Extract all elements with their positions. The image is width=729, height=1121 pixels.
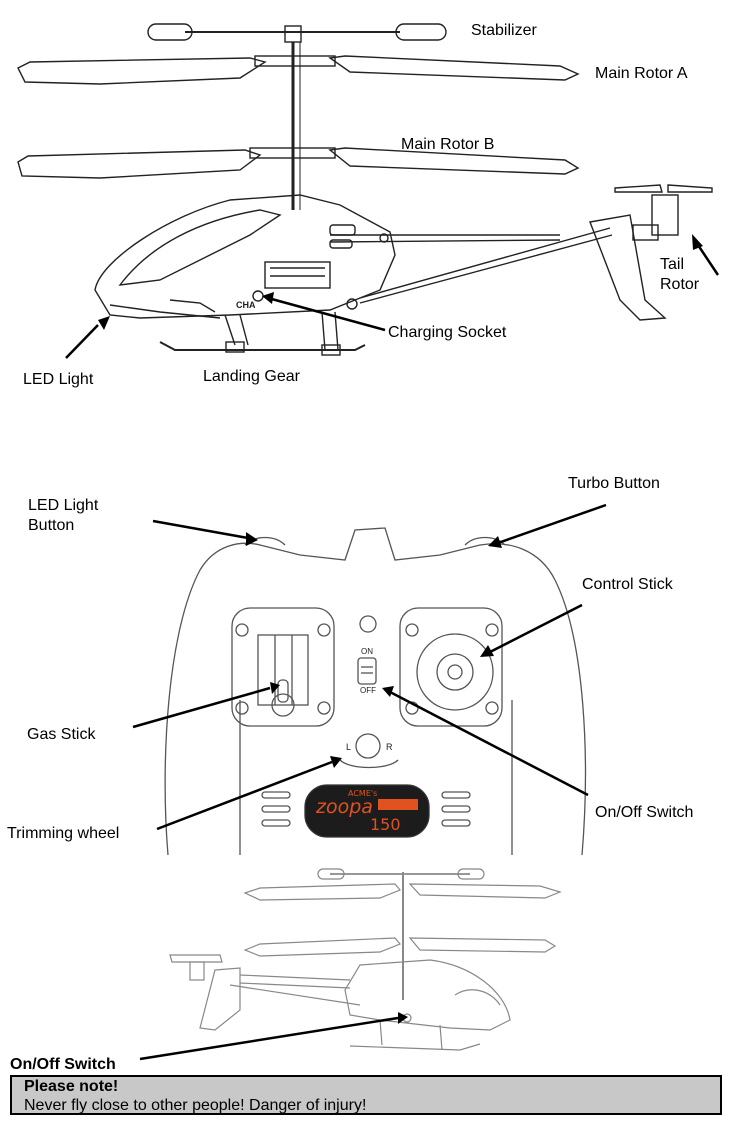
zoopa-logo: ACME's zoopa 150 (304, 784, 430, 838)
control-stick-arrow-head (480, 645, 494, 657)
note-text: Never fly close to other people! Danger … (24, 1097, 367, 1114)
label-landing-gear: Landing Gear (203, 368, 300, 385)
trimming-wheel-shape (355, 733, 381, 759)
helicopter-side-view: CHA (17, 23, 713, 356)
label-main-rotor-b: Main Rotor B (401, 136, 495, 153)
bottom-switch-arrow (139, 1016, 399, 1061)
label-on-off-switch: On/Off Switch (595, 804, 694, 821)
trimming-wheel-arrow-head (330, 756, 342, 768)
landing-gear (159, 311, 366, 356)
switch-on-marking: ON (361, 647, 373, 656)
trim-right-marking: R (386, 742, 393, 752)
control-stick-arrow (489, 603, 583, 654)
led-button-arrow (152, 519, 249, 540)
helicopter-rear-view (169, 868, 562, 1051)
on-off-switch-arrow-head (382, 686, 394, 697)
label-led-light-button: LED Light Button (28, 497, 99, 534)
trimming-wheel-arrow (156, 760, 333, 831)
bottom-switch-arrow-head (398, 1012, 408, 1024)
note-title: Please note! (24, 1078, 119, 1095)
stabilizer-bar (147, 23, 447, 43)
logo-brand: ACME's (348, 789, 377, 798)
switch-off-marking: OFF (360, 686, 376, 695)
turbo-button-arrow-head (488, 536, 502, 548)
trim-left-marking: L (346, 742, 351, 752)
label-stabilizer: Stabilizer (471, 22, 537, 39)
label-charging-socket: Charging Socket (388, 324, 507, 341)
led-button-arrow-head (246, 532, 258, 546)
tail-rotor-arrow-head (692, 234, 703, 250)
gas-stick-arrow-head (270, 682, 280, 694)
label-control-stick: Control Stick (582, 576, 673, 593)
vent-slots (261, 791, 471, 827)
control-stick-gimbal (399, 607, 503, 727)
power-indicator (359, 615, 377, 633)
socket-marking: CHA (236, 300, 256, 310)
label-trimming-wheel: Trimming wheel (7, 825, 120, 842)
tail-boom (329, 214, 667, 321)
safety-note-box: Please note! Never fly close to other pe… (10, 1075, 722, 1115)
tail-rotor-arrow (696, 244, 720, 276)
main-rotor-a (17, 55, 580, 85)
charging-socket-arrow-head (262, 292, 274, 304)
label-led-light: LED Light (23, 371, 94, 388)
on-off-switch-arrow (389, 690, 589, 797)
bottom-switch-caption: On/Off Switch (10, 1056, 116, 1073)
helicopter-body (94, 194, 396, 319)
label-gas-stick: Gas Stick (27, 726, 96, 743)
logo-name: zoopa (315, 796, 373, 818)
remote-controller: ACME's zoopa 150 ON OFF L R (164, 527, 587, 856)
label-main-rotor-a: Main Rotor A (595, 65, 688, 82)
label-turbo-button: Turbo Button (568, 475, 660, 492)
main-rotor-b (17, 147, 580, 179)
charging-socket-arrow (267, 296, 386, 332)
led-light-arrow (65, 324, 99, 359)
label-tail-rotor: Tail Rotor (660, 256, 700, 293)
tail-rotor (614, 184, 713, 241)
turbo-button-arrow (497, 503, 607, 545)
on-off-switch-shape (357, 657, 377, 685)
gas-stick-arrow (132, 686, 271, 729)
gas-stick-gimbal (231, 607, 335, 727)
led-light-arrow-head (98, 316, 110, 330)
logo-number: 150 (370, 815, 401, 834)
